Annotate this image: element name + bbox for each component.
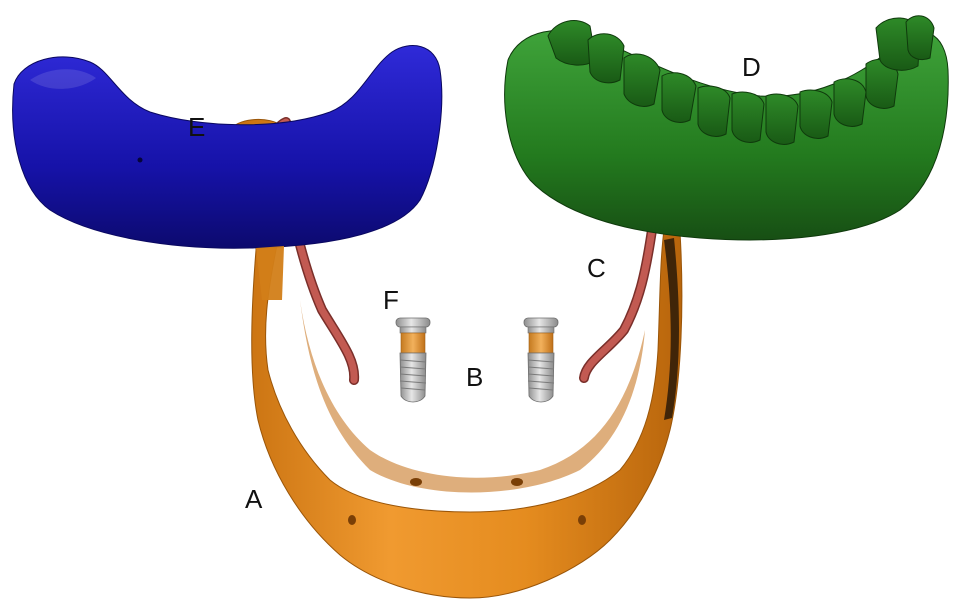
label-f: F [383, 287, 399, 313]
label-b: B [466, 364, 483, 390]
label-d: D [742, 54, 761, 80]
label-c: C [587, 255, 606, 281]
lower-surgical-guide [505, 16, 949, 240]
label-a: A [245, 486, 262, 512]
label-e: E [188, 114, 205, 140]
dental-implant-right [524, 318, 558, 402]
upper-surgical-guide [13, 46, 442, 249]
dental-implant-left [396, 318, 430, 402]
